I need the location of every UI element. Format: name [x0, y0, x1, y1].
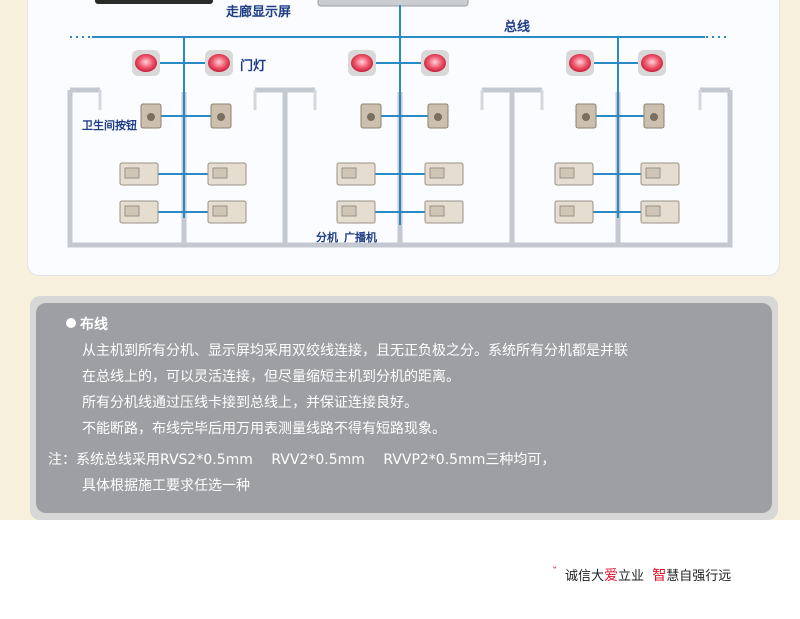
bathroom-button-icon: [140, 103, 162, 129]
wiring-line-1: 从主机到所有分机、显示屏均采用双绞线连接，且无正负极之分。系统所有分机都是并联: [82, 343, 628, 359]
bedside-extension-icon: [119, 162, 159, 186]
bathroom-button-icon: [210, 103, 232, 129]
wiring-note-2: 具体根据施工要求任选一种: [82, 478, 250, 494]
bathroom-button-icon: [643, 103, 665, 129]
bus-label: 总线: [504, 20, 531, 35]
door-lamp-icon: [348, 50, 376, 76]
bedside-extension-icon: [336, 162, 376, 186]
wiring-line-2: 在总线上的，可以灵活连接，但尽量缩短主机到分机的距离。: [82, 369, 460, 385]
wiring-line-4: 不能断路，布线完毕后用万用表测量线路不得有短路现象。: [82, 421, 446, 437]
wiring-note-1: 注：系统总线采用RVS2*0.5mm RVV2*0.5mm RVVP2*0.5m…: [48, 452, 556, 468]
bedside-extension-icon: [554, 162, 594, 186]
bedside-extension-icon: [640, 162, 680, 186]
bedside-extension-icon: [554, 200, 594, 224]
door-lamp-icon: [638, 50, 666, 76]
extension-label: 分机: [316, 231, 338, 244]
door-lamps: [132, 50, 666, 76]
wiring-line-3: 所有分机线通过压线卡接到总线上，并保证连接良好。: [82, 395, 418, 411]
bullet-icon: [66, 318, 76, 328]
bathroom-button-icon: [360, 103, 382, 129]
main-unit-fragment: [95, 0, 213, 4]
bathroom-button-icon: [427, 103, 449, 129]
door-lamp-icon: [421, 50, 449, 76]
bathroom-button-icon: [575, 103, 597, 129]
bedside-extension-icon: [119, 200, 159, 224]
bathroom-button-label: 卫生间按钮: [82, 119, 137, 132]
door-lamp-icon: [132, 50, 160, 76]
door-lamp-icon: [566, 50, 594, 76]
bathroom-buttons: [140, 103, 665, 129]
corridor-display-fragment: [317, 0, 469, 7]
wiring-diagram-panel: [27, 0, 780, 276]
ward-wiring-diagram: [67, 0, 733, 248]
bedside-extension-icon: [207, 200, 247, 224]
bedside-extension-icon: [336, 200, 376, 224]
door-light-label: 门灯: [240, 59, 267, 74]
check-mark-icon: ˇ: [552, 565, 558, 578]
door-lamp-icon: [205, 50, 233, 76]
bedside-extension-icon: [207, 162, 247, 186]
corridor-display-label: 走廊显示屏: [226, 5, 292, 20]
bedside-extension-icon: [424, 162, 464, 186]
bedside-extension-icon: [424, 200, 464, 224]
speaker-label: 广播机: [344, 231, 377, 244]
wiring-heading: 布线: [66, 314, 108, 334]
wiring-info-box: 布线 从主机到所有分机、显示屏均采用双绞线连接，且无正负极之分。系统所有分机都是…: [36, 303, 772, 513]
footer-slogan: 诚信大爱立业 智慧自强行远: [565, 568, 732, 584]
bedside-extensions: [119, 162, 680, 224]
bedside-extension-icon: [640, 200, 680, 224]
